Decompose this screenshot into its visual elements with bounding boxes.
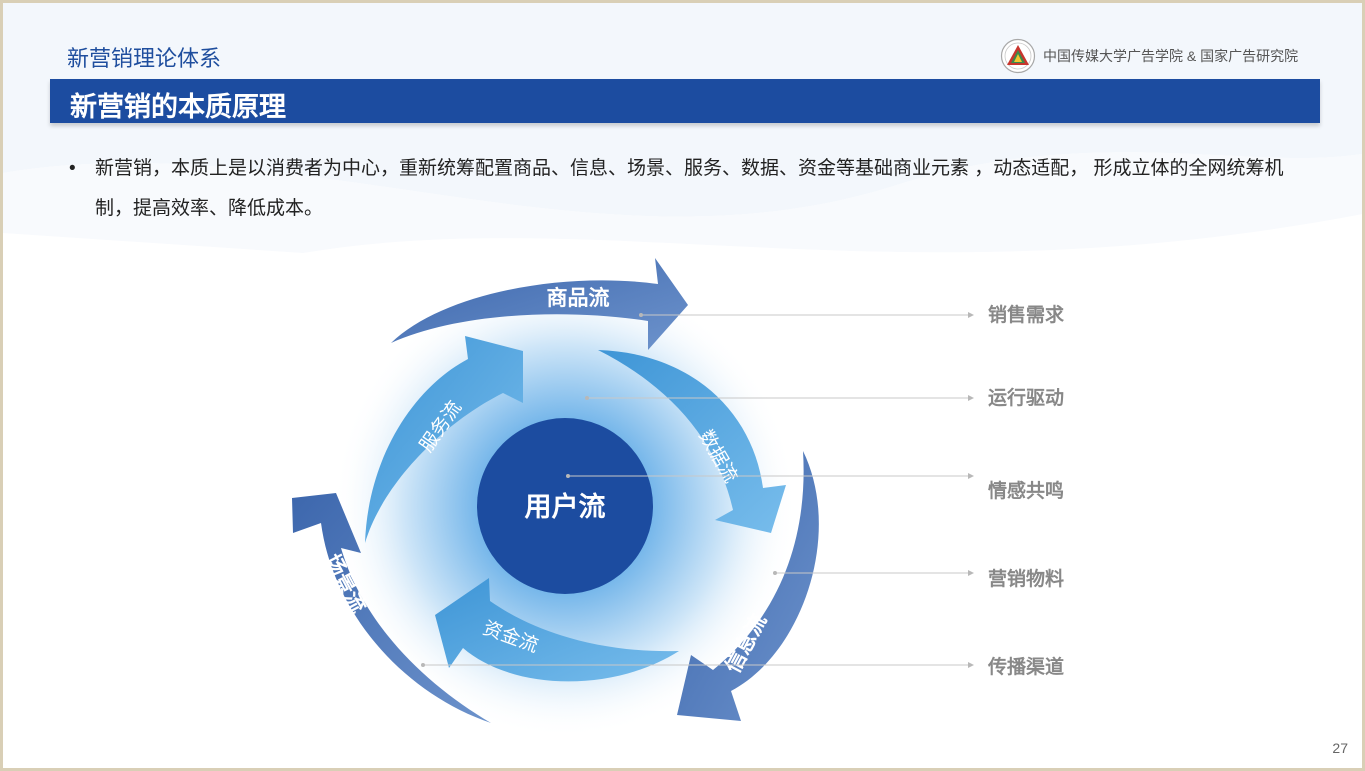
inner-arrow-fund <box>435 578 679 682</box>
connector-lines <box>423 314 968 666</box>
title-bar: 新营销的本质原理 <box>50 79 1320 123</box>
label-emotional-resonance: 情感共鸣 <box>988 479 1064 502</box>
inner-arrow-data <box>598 350 786 533</box>
outer-arrow-goods <box>391 258 688 350</box>
outer-arrow-scene <box>292 493 491 723</box>
university-logo-icon <box>1000 38 1036 74</box>
outer-arrow-info <box>677 451 819 721</box>
label-sales-demand: 销售需求 <box>988 303 1065 326</box>
organization-name: 中国传媒大学广告学院 & 国家广告研究院 <box>1043 48 1299 64</box>
label-operation-drive: 运行驱动 <box>988 386 1064 409</box>
connector-dots <box>421 312 974 668</box>
bullet-paragraph: • 新营销，本质上是以消费者为中心，重新统筹配置商品、信息、场景、服务、数据、资… <box>69 149 1309 229</box>
label-marketing-materials: 营销物料 <box>988 567 1064 590</box>
flow-diagram: 用户流 商品流 信息流 场景流 服务流 数据流 资金流 销售需求 运行驱动 情感… <box>292 258 1065 738</box>
bullet-dot: • <box>69 158 76 179</box>
outer-flow-label-goods: 商品流 <box>547 286 610 310</box>
center-circle <box>477 418 653 594</box>
section-title: 新营销理论体系 <box>67 46 222 71</box>
label-distribution-channels: 传播渠道 <box>987 655 1064 678</box>
bullet-text: 新营销，本质上是以消费者为中心，重新统筹配置商品、信息、场景、服务、数据、资金等… <box>95 158 1284 219</box>
inner-arrow-service <box>365 336 523 543</box>
page-number: 27 <box>1332 740 1348 756</box>
center-label: 用户流 <box>525 491 606 522</box>
slide-title: 新营销的本质原理 <box>70 92 286 122</box>
